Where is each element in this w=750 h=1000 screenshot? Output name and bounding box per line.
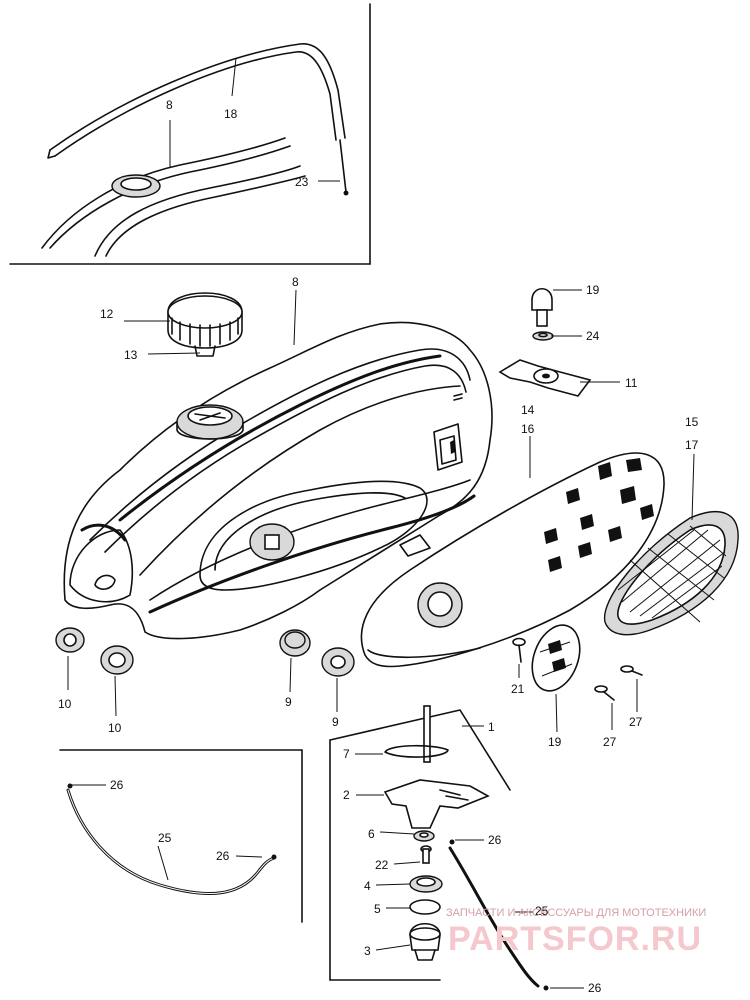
callout-26-mid: 26 <box>488 833 502 847</box>
leader-lines <box>67 289 695 989</box>
callout-1: 1 <box>488 720 495 734</box>
callout-25-right: 25 <box>535 904 549 918</box>
damper-9b <box>321 647 355 677</box>
inset-frame <box>9 3 371 265</box>
callout-10-left: 10 <box>58 697 72 711</box>
damper-9a <box>279 629 311 657</box>
callout-17: 17 <box>685 438 699 452</box>
callout-4: 4 <box>364 879 371 893</box>
inset-leaders <box>169 57 340 182</box>
callout-7: 7 <box>343 747 350 761</box>
damper-10a <box>55 627 85 653</box>
watermark: ЗАПЧАСТИ И АКСЕССУАРЫ ДЛЯ МОТОТЕХНИКИ PA… <box>446 907 706 958</box>
fuel-tank <box>63 321 493 640</box>
screw-21 <box>512 637 526 663</box>
callout-18: 18 <box>224 107 238 121</box>
inset-tank-outline <box>41 137 306 257</box>
callout-14: 14 <box>521 403 535 417</box>
washer-24 <box>532 331 554 341</box>
screw-27a <box>594 685 615 701</box>
callout-5: 5 <box>374 902 381 916</box>
callout-10-right: 10 <box>108 721 122 735</box>
callout-numbers: 18 8 23 8 19 12 24 13 11 14 16 15 17 10 … <box>58 98 699 995</box>
callout-22: 22 <box>375 858 389 872</box>
emblem-19 <box>531 624 581 692</box>
watermark-subtitle: ЗАПЧАСТИ И АКСЕССУАРЫ ДЛЯ МОТОТЕХНИКИ <box>446 907 706 919</box>
callout-25-left: 25 <box>158 831 172 845</box>
callout-21: 21 <box>511 682 525 696</box>
callout-24: 24 <box>586 329 600 343</box>
callout-2: 2 <box>343 788 350 802</box>
inset-tank-knee-rubber <box>47 43 346 159</box>
watermark-brand: PARTSFOR.RU <box>448 920 702 958</box>
callout-23: 23 <box>295 175 309 189</box>
callout-13: 13 <box>124 348 138 362</box>
callout-3: 3 <box>364 944 371 958</box>
fuel-cap <box>167 292 243 357</box>
callout-27-lower: 27 <box>603 735 617 749</box>
callout-8: 8 <box>292 275 299 289</box>
callout-26-loop: 26 <box>216 849 230 863</box>
screw-27b <box>620 665 643 676</box>
callout-19-emblem: 19 <box>548 735 562 749</box>
callout-26-left: 26 <box>110 778 124 792</box>
callout-9-left: 9 <box>285 695 292 709</box>
callout-26-bottom: 26 <box>588 981 602 995</box>
bracket-11 <box>498 359 592 397</box>
callout-16: 16 <box>521 422 535 436</box>
inset-screw-23 <box>339 139 349 196</box>
fuel-cock-box <box>329 709 511 981</box>
callout-8-inset: 8 <box>166 98 173 112</box>
damper-10b <box>100 645 134 675</box>
callout-11: 11 <box>625 376 638 390</box>
callout-9-right: 9 <box>332 715 339 729</box>
knee-rubber-pad <box>603 511 739 636</box>
callout-6: 6 <box>368 827 375 841</box>
fuel-line-box <box>59 749 303 923</box>
callout-15: 15 <box>685 415 699 429</box>
callout-27-upper: 27 <box>629 715 643 729</box>
bolt-19 <box>531 287 553 327</box>
callout-12: 12 <box>100 307 114 321</box>
knee-pad-plate <box>360 452 665 668</box>
fuel-cock-parts <box>383 705 549 991</box>
callout-19-bolt: 19 <box>586 283 600 297</box>
